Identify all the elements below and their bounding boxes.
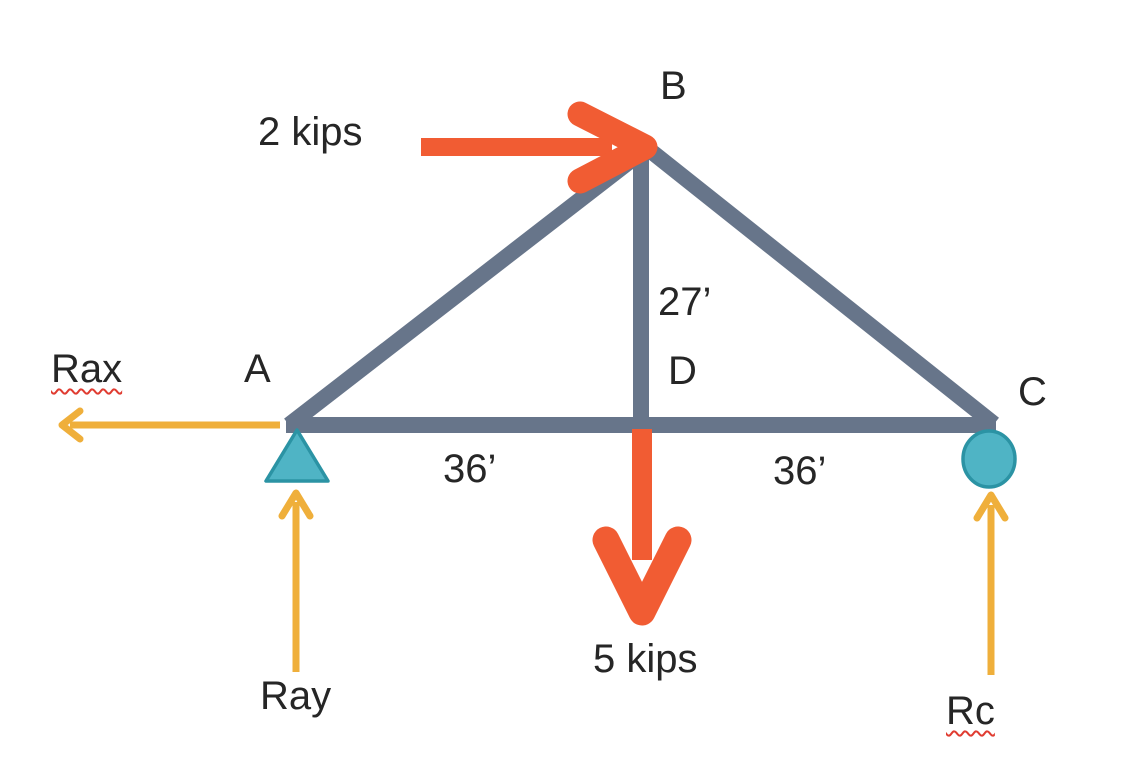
load-label-5kips: 5 kips [593, 637, 698, 681]
reaction-arrows [58, 407, 1009, 675]
reaction-ray-arrow-head [278, 489, 314, 520]
truss-members [284, 137, 999, 433]
joint-label-b: B [660, 64, 687, 108]
reaction-label-ray: Ray [260, 674, 332, 718]
reaction-rax-arrow-head [58, 407, 84, 443]
reaction-label-rax: Rax [51, 347, 123, 391]
load-2kips-arrow-head [567, 101, 658, 194]
joint-label-d: D [668, 349, 697, 393]
dimension-label-36ft-left: 36’ [443, 447, 497, 491]
load-label-2kips: 2 kips [258, 110, 363, 154]
supports [264, 428, 1017, 489]
load-5kips-arrow-head [592, 526, 692, 626]
reaction-rc-arrow-head [973, 491, 1009, 522]
joint-label-a: A [244, 347, 271, 391]
joint-label-c: C [1018, 370, 1047, 414]
dimension-label-27ft: 27’ [658, 280, 712, 324]
reaction-label-rc: Rc [946, 689, 995, 733]
pin-support-triangle [264, 428, 330, 483]
load-arrows [421, 101, 692, 626]
roller-support-circle [961, 429, 1017, 489]
dimension-label-36ft-right: 36’ [773, 449, 827, 493]
